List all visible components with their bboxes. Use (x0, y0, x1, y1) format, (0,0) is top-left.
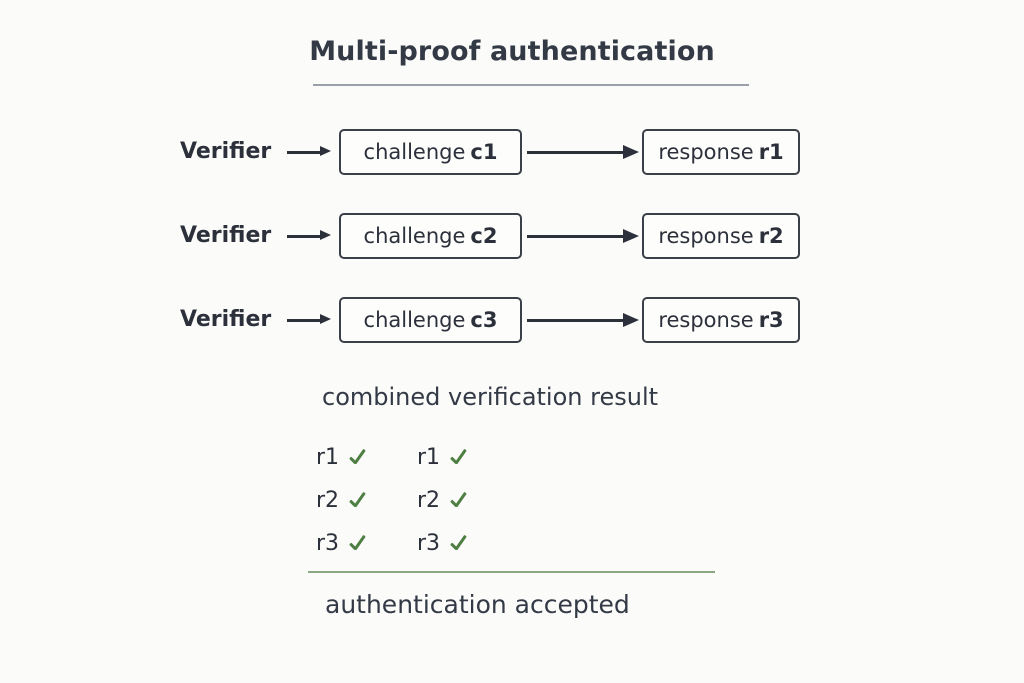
response-box[interactable]: response r2 (642, 213, 800, 259)
arrow-right-thin-icon (287, 230, 333, 240)
response-box[interactable]: response r1 (642, 129, 800, 175)
challenge-code: c2 (470, 224, 498, 248)
verification-label: r1 (316, 445, 340, 470)
arrow-right-thick-icon (527, 313, 640, 327)
response-code: r1 (758, 140, 784, 164)
challenge-code: c3 (470, 308, 498, 332)
check-icon (449, 533, 471, 555)
challenge-code: c1 (470, 140, 498, 164)
verification-label: r2 (316, 488, 340, 513)
verifier-label: Verifier (180, 139, 272, 164)
challenge-label: challenge (363, 308, 466, 332)
challenge-box[interactable]: challenge c1 (339, 129, 522, 175)
check-icon (348, 447, 370, 469)
challenge-label: challenge (363, 140, 466, 164)
challenge-box[interactable]: challenge c2 (339, 213, 522, 259)
response-code: r3 (758, 308, 784, 332)
verifier-label: Verifier (180, 223, 272, 248)
response-box[interactable]: response r3 (642, 297, 800, 343)
exchange-row: Verifier challenge c2 response r2 (0, 213, 1024, 259)
verdict-divider (308, 571, 715, 573)
check-icon (348, 490, 370, 512)
check-icon (348, 533, 370, 555)
check-icon (449, 490, 471, 512)
challenge-label: challenge (363, 224, 466, 248)
exchange-row: Verifier challenge c1 response r1 (0, 129, 1024, 175)
verification-item: r3 (316, 531, 417, 556)
verifier-label: Verifier (180, 307, 272, 332)
verification-label: r3 (316, 531, 340, 556)
arrow-right-thin-icon (287, 314, 333, 324)
verification-item: r1 (417, 445, 471, 470)
arrow-right-thick-icon (527, 229, 640, 243)
title-divider (313, 84, 749, 86)
check-icon (449, 447, 471, 469)
verification-label: r1 (417, 445, 441, 470)
verification-item: r1 (316, 445, 417, 470)
page-title: Multi-proof authentication (309, 36, 715, 67)
challenge-box[interactable]: challenge c3 (339, 297, 522, 343)
verification-item: r3 (417, 531, 471, 556)
combined-result-heading: combined verification result (322, 383, 659, 411)
response-label: response (658, 224, 754, 248)
response-label: response (658, 140, 754, 164)
verdict-text: authentication accepted (325, 590, 630, 619)
verification-item: r2 (316, 488, 417, 513)
verification-label: r2 (417, 488, 441, 513)
arrow-right-thin-icon (287, 146, 333, 156)
response-label: response (658, 308, 754, 332)
verification-label: r3 (417, 531, 441, 556)
verification-item: r2 (417, 488, 471, 513)
verification-check-grid: r1 r1 r2 r2 r3 r3 (316, 436, 471, 565)
arrow-right-thick-icon (527, 145, 640, 159)
exchange-row: Verifier challenge c3 response r3 (0, 297, 1024, 343)
response-code: r2 (758, 224, 784, 248)
